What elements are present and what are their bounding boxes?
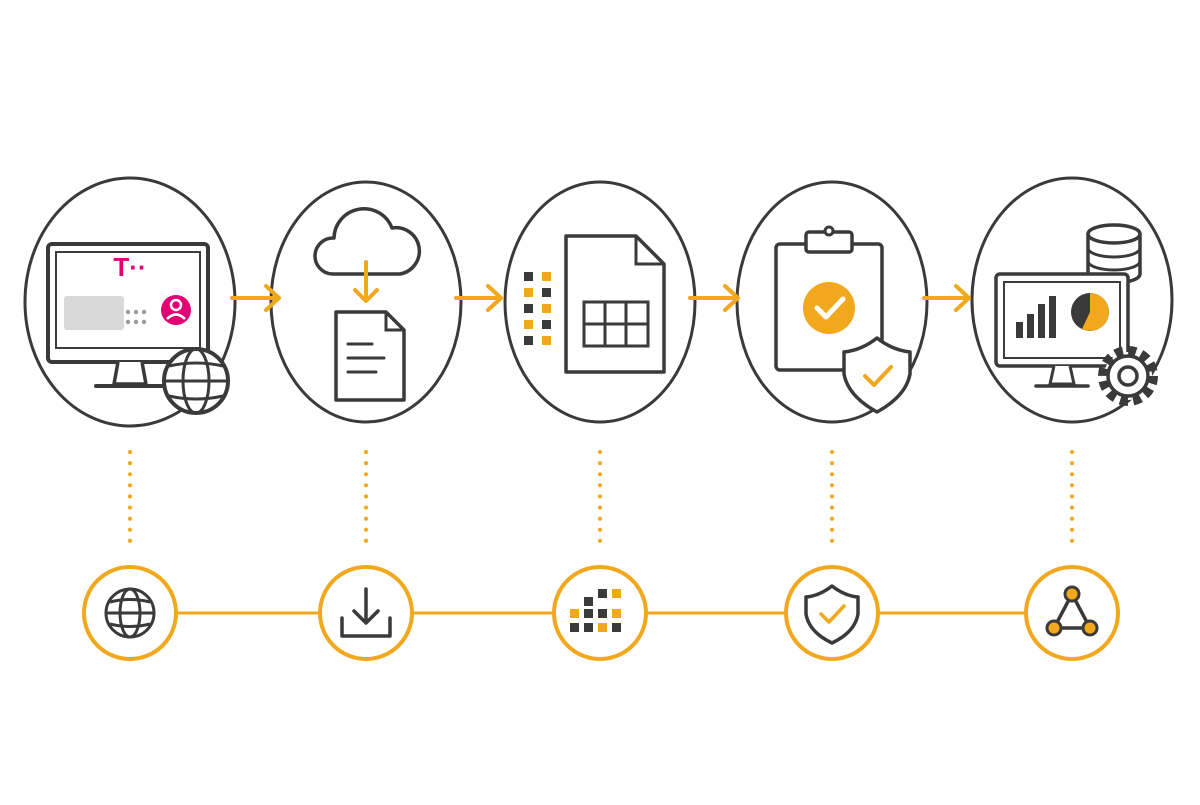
gear-icon (1098, 346, 1158, 406)
loading-dots (125, 309, 147, 325)
shield-check-icon (842, 336, 912, 414)
user-avatar-icon (161, 295, 191, 325)
database-icon (1086, 223, 1142, 285)
bar-chart-icon (1016, 296, 1056, 338)
arrow-3-to-4 (688, 284, 740, 312)
step-4-validate (735, 180, 929, 424)
data-grid-icon (570, 589, 621, 632)
monitor-icon (46, 242, 210, 388)
timeline-node-4 (784, 565, 880, 661)
timeline-node-1 (82, 565, 178, 661)
document-icon (334, 310, 406, 402)
spreadsheet-document-icon (564, 234, 666, 374)
timeline-node-5 (1024, 565, 1120, 661)
download-tray-icon (340, 587, 392, 638)
step-3-structure (503, 180, 697, 424)
network-nodes-icon (1045, 585, 1099, 637)
step-2-download (269, 180, 463, 424)
timeline-node-2 (318, 565, 414, 661)
arrow-2-to-3 (454, 284, 503, 312)
flow-arrows (230, 284, 971, 312)
down-arrow-icon (353, 260, 379, 303)
dotted-connectors (128, 450, 1074, 548)
step-2-circle (269, 180, 463, 424)
globe-icon (104, 587, 156, 639)
globe-icon (162, 347, 230, 415)
clipboard-check-icon (774, 225, 884, 372)
step-1-access: T·· (23, 176, 237, 428)
cloud-icon (313, 207, 422, 276)
arrow-4-to-5 (922, 284, 971, 312)
step-3-circle (503, 180, 697, 424)
shield-check-icon (804, 584, 860, 645)
data-squares-icon (524, 272, 551, 345)
step-5-circle (970, 176, 1174, 424)
pie-chart-icon (1071, 293, 1109, 331)
step-5-analyze (970, 176, 1174, 424)
arrow-1-to-2 (230, 284, 281, 312)
t-brand-logo: T·· (113, 252, 146, 282)
step-4-circle (735, 180, 929, 424)
blurred-placeholder-block (64, 296, 124, 330)
step-1-circle (23, 176, 237, 428)
timeline-node-3 (552, 565, 648, 661)
